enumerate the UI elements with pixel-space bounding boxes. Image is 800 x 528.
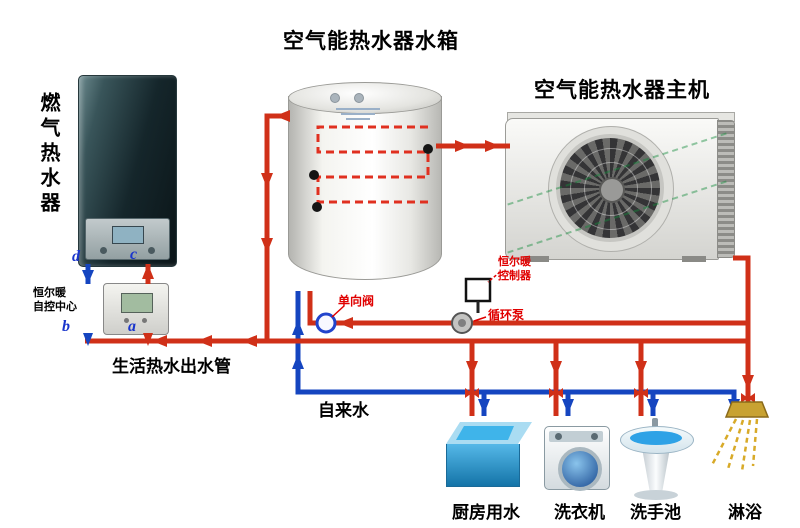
tank-logo-badge: [354, 93, 364, 103]
basin-faucet: [652, 418, 658, 430]
circulation-pump-label: 循环泵: [488, 308, 525, 322]
washing-machine-panel: [549, 431, 603, 442]
wash-basin-water: [630, 431, 682, 445]
fan-grille-ring: [570, 148, 652, 230]
controller-label-line2: 控制器: [498, 269, 531, 282]
fixture-label-basin: 洗手池: [630, 503, 681, 522]
tank-sensor: [423, 144, 433, 154]
fan-center-cap: [599, 177, 625, 203]
control-center-label: 恒尔暖 自控中心: [33, 286, 77, 315]
water-tank-body: [288, 96, 442, 280]
point-c-label: c: [130, 246, 138, 263]
check-valve-icon: [315, 305, 345, 334]
controller-label: 恒尔暖 控制器: [498, 256, 531, 284]
washing-machine-knob: [591, 433, 598, 440]
control-center-box: [103, 283, 169, 335]
gas-water-heater: [78, 75, 177, 267]
hot-out-pipe-label: 生活热水出水管: [112, 357, 231, 376]
tank-heating-coil: [309, 125, 433, 212]
kitchen-sink-basin: [456, 426, 514, 440]
point-a-label: a: [128, 318, 136, 335]
gas-heater-display: [112, 226, 144, 244]
tank-sensor: [312, 202, 322, 212]
tank-spec-line: [341, 113, 375, 115]
tank-spec-line: [336, 108, 380, 110]
heat-pump-foot: [525, 256, 549, 262]
control-center-button: [142, 318, 147, 323]
fixture-label-shower: 淋浴: [728, 503, 762, 522]
fixture-label-washing-machine: 洗衣机: [554, 503, 605, 522]
tank-title: 空气能热水器水箱: [283, 30, 459, 53]
tank-spec-line: [346, 118, 370, 120]
washing-machine-door: [558, 447, 602, 491]
flow-arrows-hot: [142, 110, 754, 390]
gas-heater-knob: [148, 247, 155, 254]
fixture-valve-icons: [465, 388, 755, 403]
controller-label-line1: 恒尔暖: [498, 256, 531, 268]
gas-heater-panel: [85, 218, 170, 260]
heat-pump-side-louvers: [717, 120, 735, 258]
tap-water-label: 自来水: [318, 401, 369, 420]
tank-logo-badge: [330, 93, 340, 103]
unit-title: 空气能热水器主机: [534, 79, 710, 102]
point-d-label: d: [72, 248, 80, 265]
basin-base: [634, 490, 678, 500]
tank-sensor: [309, 170, 319, 180]
gas-heater-knob: [100, 247, 107, 254]
point-b-label: b: [62, 318, 70, 335]
fixture-label-kitchen: 厨房用水: [452, 503, 520, 522]
check-valve-label: 单向阀: [338, 294, 375, 308]
control-center-screen: [121, 293, 153, 313]
circulation-pump-icon: [451, 312, 487, 334]
gas-heater-label: 燃气热水器: [37, 92, 59, 217]
kitchen-sink-front: [446, 444, 520, 487]
control-center-label-line1: 恒尔暖: [33, 287, 66, 299]
control-center-label-line2: 自控中心: [33, 301, 77, 314]
control-center-button: [124, 318, 129, 323]
fan-grille-ring: [584, 162, 638, 216]
washing-machine: [544, 426, 610, 491]
shower-head-icon: [710, 401, 770, 472]
washing-machine-knob: [555, 433, 562, 440]
heat-pump-foot: [682, 256, 706, 262]
controller-box-icon: [464, 271, 501, 313]
